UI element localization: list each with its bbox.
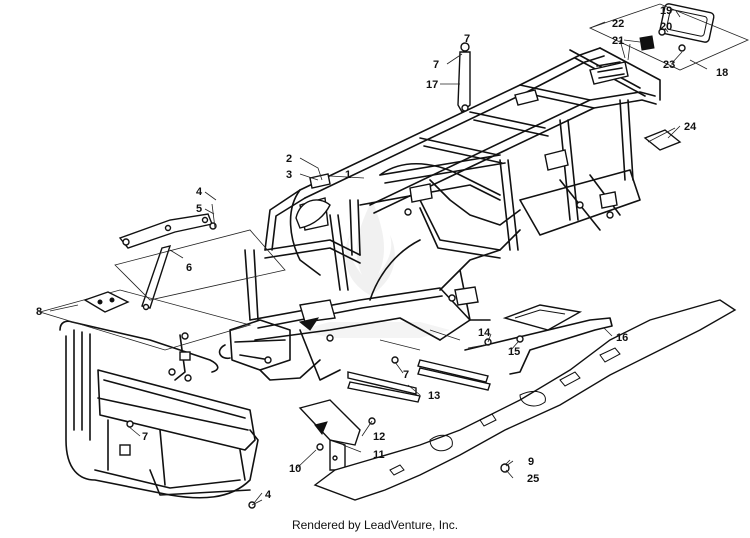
callout-18: 18 [716,67,728,79]
rear-light-assembly [588,3,750,71]
leader-lines [49,10,708,504]
front-bumper [38,289,259,499]
part-17-bracket [457,42,471,114]
footer-credit: Rendered by LeadVenture, Inc. [291,518,459,532]
callout-7c: 7 [403,369,409,381]
callout-10: 10 [289,463,301,475]
callout-2: 2 [286,153,292,165]
callout-7d: 7 [464,33,470,45]
callout-21: 21 [612,35,624,47]
callout-20: 20 [660,21,672,33]
watermark-logo [300,200,450,338]
main-frame [218,47,661,381]
callout-5: 5 [196,203,202,215]
front-plate [83,291,130,313]
floor-strips [347,329,491,403]
callout-17: 17 [426,79,438,91]
callout-14: 14 [478,327,491,339]
callout-1: 1 [345,169,351,181]
callout-12: 12 [373,431,385,443]
callout-6: 6 [186,262,192,274]
callout-25: 25 [527,473,539,485]
callout-4b: 4 [265,489,272,501]
lower-bracket-group [298,399,376,471]
callout-7a: 7 [433,59,439,71]
callout-16: 16 [616,332,628,344]
callout-9: 9 [528,456,534,468]
callout-15: 15 [508,346,520,358]
left-bracket-group [114,203,286,311]
callout-23: 23 [663,59,675,71]
callout-7b: 7 [142,431,148,443]
callout-13: 13 [428,390,440,402]
footrest-group [464,304,613,375]
callout-22: 22 [612,18,624,30]
skid-plate [313,299,737,501]
callout-19: 19 [660,5,672,17]
callout-11: 11 [373,449,385,461]
callout-8: 8 [36,306,42,318]
callout-labels: 1 2 3 4 5 6 7 8 9 10 11 12 13 14 15 16 1… [36,5,728,501]
callout-4a: 4 [196,186,203,198]
callout-24: 24 [684,121,697,133]
callout-3: 3 [286,169,292,181]
misc-bolts [248,356,399,509]
